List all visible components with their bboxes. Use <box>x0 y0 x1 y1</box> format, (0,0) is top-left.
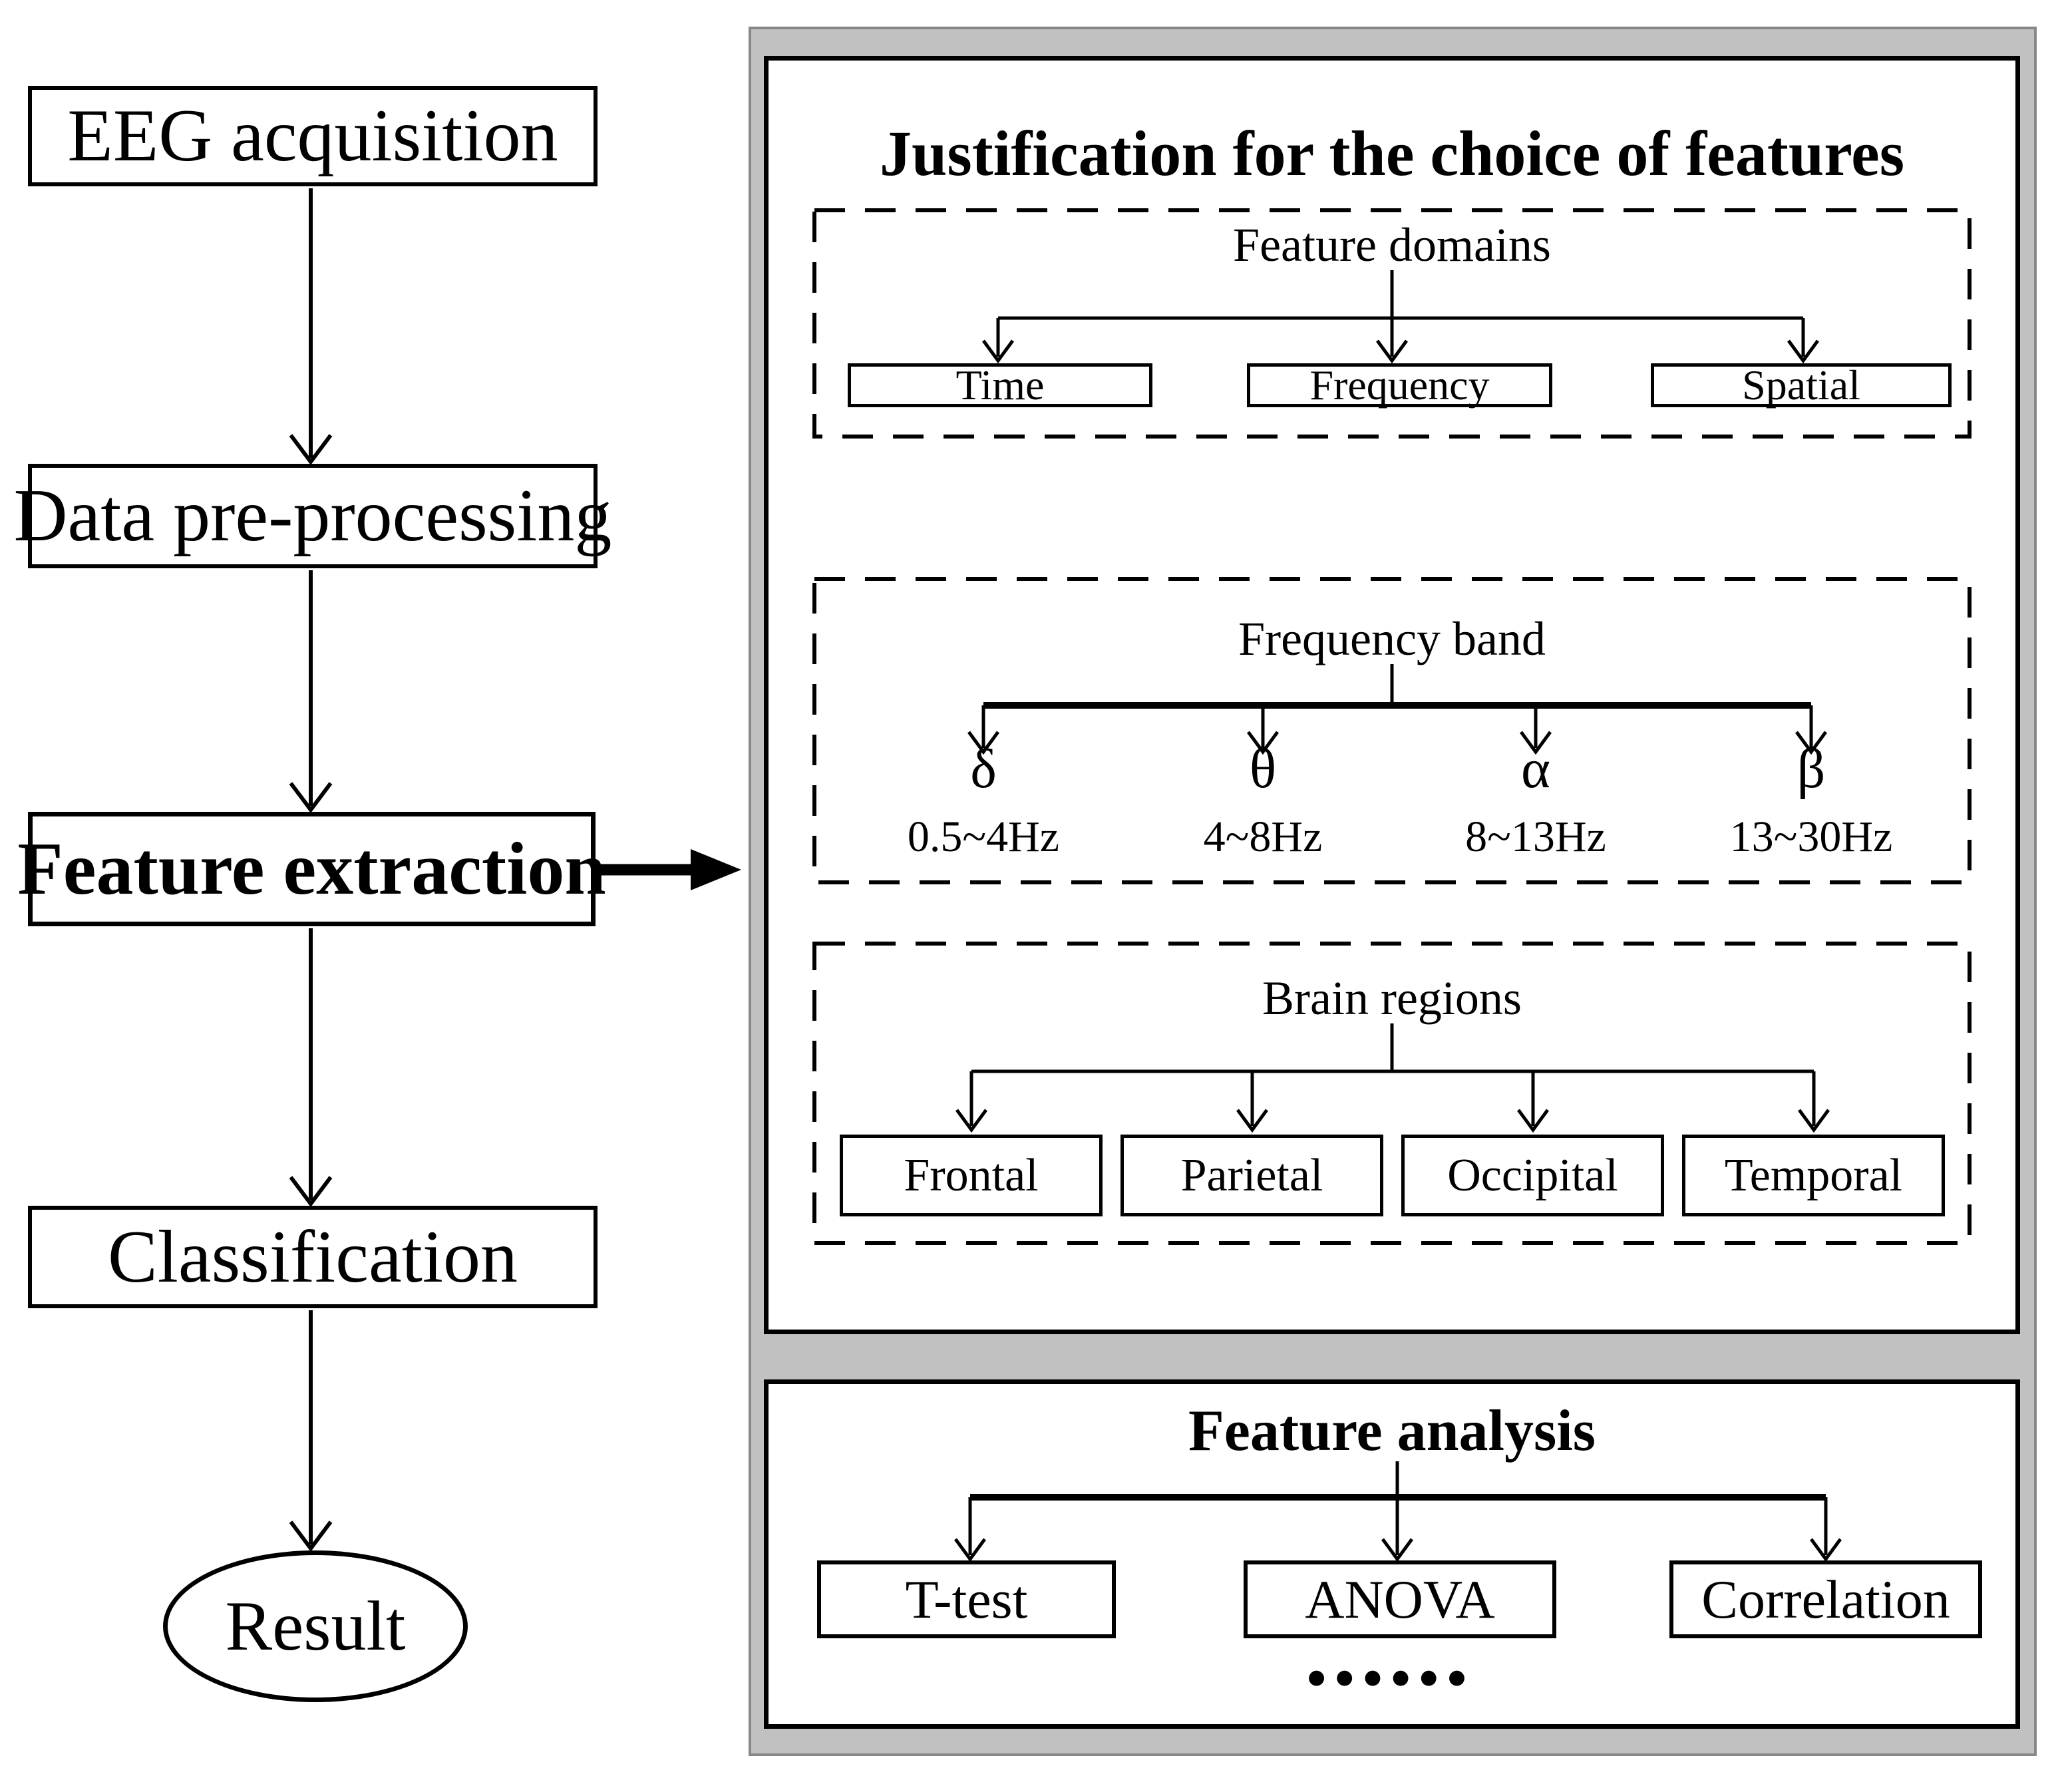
node-classification-label: Classification <box>108 1215 518 1298</box>
feature-analysis-title-text: Feature analysis <box>1188 1398 1596 1463</box>
box-time: Time <box>848 361 1152 409</box>
box-occipital: Occipital <box>1401 1135 1664 1216</box>
box-parietal-label: Parietal <box>1180 1149 1323 1201</box>
feature-domains-title: Feature domains <box>1126 218 1658 271</box>
ellipsis-dots-text: ●●●●●● <box>1307 1665 1476 1689</box>
box-parietal: Parietal <box>1120 1135 1383 1216</box>
box-anova: ANOVA <box>1244 1560 1556 1638</box>
box-temporal-label: Temporal <box>1724 1149 1903 1201</box>
node-data-preprocessing-label: Data pre-processing <box>13 474 612 557</box>
band-range-theta-text: 4~8Hz <box>1203 812 1323 861</box>
box-temporal: Temporal <box>1682 1135 1945 1216</box>
box-spatial: Spatial <box>1651 361 1952 409</box>
node-eeg-acquisition: EEG acquisition <box>28 86 598 186</box>
frequency-band-title: Frequency band <box>1126 612 1658 665</box>
feature-domains-title-text: Feature domains <box>1233 218 1551 271</box>
node-classification: Classification <box>28 1206 598 1308</box>
box-anova-label: ANOVA <box>1305 1568 1495 1630</box>
band-symbol-alpha-text: α <box>1520 737 1550 800</box>
box-correlation-label: Correlation <box>1701 1568 1950 1630</box>
band-range-beta-text: 13~30Hz <box>1729 812 1893 861</box>
tree-feature-domains <box>981 270 1820 364</box>
tree-feature-analysis <box>953 1461 1842 1562</box>
node-data-preprocessing: Data pre-processing <box>14 464 611 568</box>
band-range-delta-text: 0.5~4Hz <box>907 812 1060 861</box>
brain-regions-title: Brain regions <box>1126 971 1658 1025</box>
band-range-theta: 4~8Hz <box>1123 812 1403 862</box>
node-result: Result <box>163 1550 468 1702</box>
node-eeg-acquisition-label: EEG acquisition <box>67 94 558 177</box>
box-frequency: Frequency <box>1247 361 1552 409</box>
band-range-beta: 13~30Hz <box>1671 812 1951 862</box>
band-range-delta: 0.5~4Hz <box>844 812 1123 862</box>
band-range-alpha-text: 8~13Hz <box>1465 812 1606 861</box>
node-feature-extraction: Feature extraction <box>17 812 606 926</box>
arrow-preprocessing-to-feature <box>289 570 333 813</box>
band-symbol-theta-text: θ <box>1249 737 1277 800</box>
box-ttest: T-test <box>817 1560 1116 1638</box>
node-result-label: Result <box>225 1587 406 1665</box>
band-symbol-alpha: α <box>1429 734 1642 803</box>
arrow-feature-to-classification <box>289 928 333 1207</box>
justification-title-text: Justification for the choice of features <box>879 117 1905 189</box>
box-frontal: Frontal <box>840 1135 1103 1216</box>
band-symbol-beta: β <box>1705 734 1918 803</box>
arrow-eeg-to-preprocessing <box>289 188 333 465</box>
arrow-classification-to-result <box>289 1310 333 1552</box>
box-correlation: Correlation <box>1669 1560 1982 1638</box>
ellipsis-dots: ●●●●●● <box>1126 1650 1658 1703</box>
brain-regions-title-text: Brain regions <box>1262 971 1522 1025</box>
band-symbol-delta: δ <box>877 734 1090 803</box>
dashed-box-feature-domains <box>812 208 1972 439</box>
arrow-feature-to-justification <box>600 849 741 890</box>
box-occipital-label: Occipital <box>1447 1149 1618 1201</box>
dashed-box-frequency-band <box>812 577 1972 884</box>
dashed-box-brain-regions <box>812 942 1972 1245</box>
box-spatial-label: Spatial <box>1742 361 1860 409</box>
tree-frequency-band <box>967 664 1828 755</box>
band-symbol-theta: θ <box>1156 734 1369 803</box>
box-time-label: Time <box>955 361 1045 409</box>
band-range-alpha: 8~13Hz <box>1396 812 1675 862</box>
node-feature-extraction-label: Feature extraction <box>17 827 606 910</box>
box-frequency-label: Frequency <box>1309 361 1490 409</box>
feature-analysis-title: Feature analysis <box>768 1399 2016 1463</box>
frequency-band-title-text: Frequency band <box>1238 612 1546 665</box>
box-frontal-label: Frontal <box>904 1149 1039 1201</box>
tree-brain-regions <box>955 1023 1830 1133</box>
band-symbol-beta-text: β <box>1797 737 1826 800</box>
box-ttest-label: T-test <box>905 1568 1028 1630</box>
justification-title: Justification for the choice of features <box>768 113 2016 193</box>
band-symbol-delta-text: δ <box>970 737 997 800</box>
